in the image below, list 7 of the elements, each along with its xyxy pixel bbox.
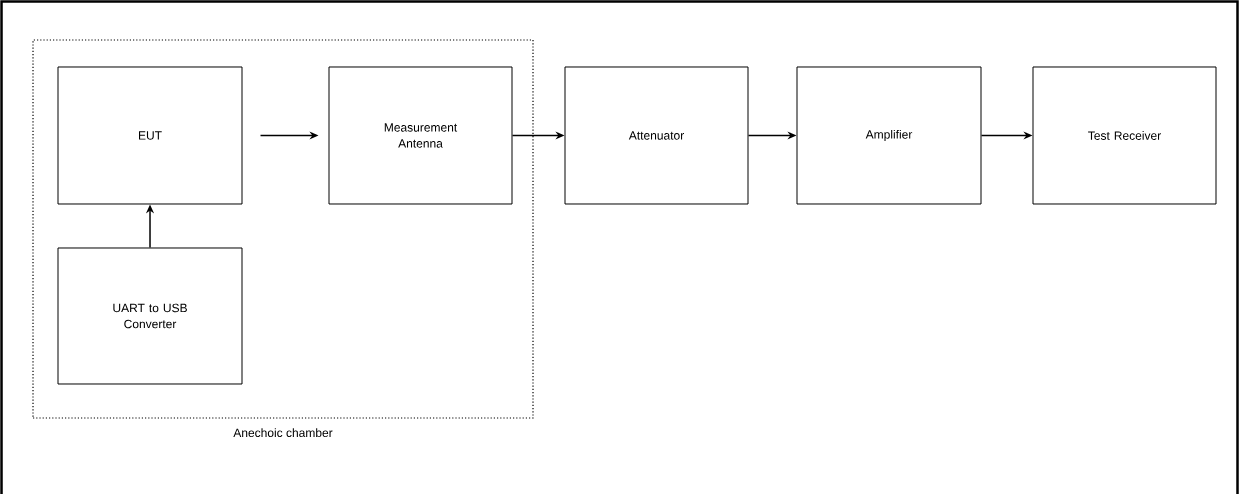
block-box: Test Receiver: [1032, 66, 1217, 205]
block-box: Measurement Antenna: [328, 66, 513, 205]
block-box: Attenuator: [564, 66, 749, 205]
block-box: UART to USB Converter: [57, 247, 243, 385]
node-label: Anechoic chamber: [233, 428, 333, 437]
block-box: EUT: [57, 66, 243, 205]
block-box: Amplifier: [796, 66, 982, 205]
